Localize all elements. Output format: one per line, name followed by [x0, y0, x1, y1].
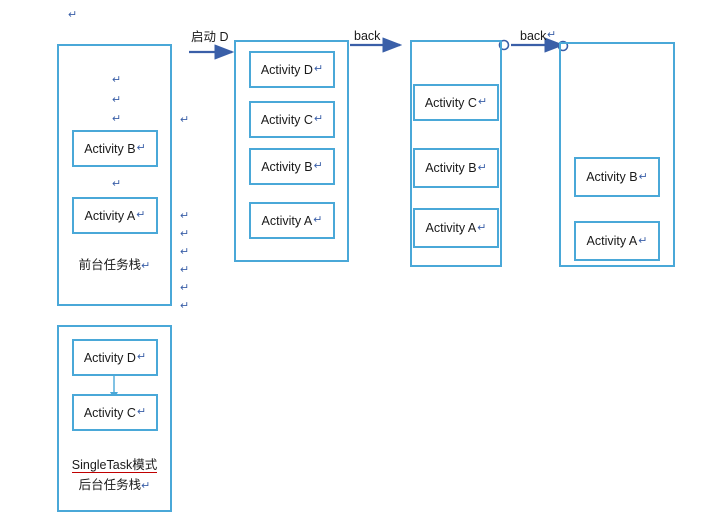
pilcrow-mark: ↵: [313, 113, 324, 125]
caption-text: 后台任务栈: [78, 478, 142, 492]
arrow-label-back-1: back: [354, 29, 381, 43]
background-stack-caption-line2: 后台任务栈↵: [57, 474, 172, 493]
pilcrow-mark: ↵: [136, 406, 147, 418]
pilcrow-mark: ↵: [68, 9, 78, 21]
caption-text-singletask: SingleTask模式: [71, 458, 158, 473]
pilcrow-mark: ↵: [180, 210, 190, 222]
pilcrow-mark: ↵: [136, 209, 146, 221]
activity-label: Activity A: [84, 208, 136, 223]
activity-box-a: Activity A↵: [72, 197, 158, 234]
activity-label: Activity A: [586, 234, 638, 248]
pilcrow-mark: ↵: [141, 480, 151, 492]
pilcrow-mark: ↵: [180, 114, 190, 126]
stack-after-launch-d: [234, 40, 349, 262]
caption-text: 前台任务栈: [78, 258, 142, 272]
activity-box-a: Activity A↵: [574, 221, 660, 261]
background-stack-caption-line1: SingleTask模式: [57, 454, 172, 473]
pilcrow-mark: ↵: [180, 246, 190, 258]
pilcrow-mark: ↵: [180, 300, 190, 312]
pilcrow-mark: ↵: [638, 170, 648, 183]
pilcrow-mark: ↵: [477, 221, 487, 234]
pilcrow-mark: ↵: [313, 63, 324, 75]
background-task-stack: [57, 325, 172, 512]
stack-after-back-1: [410, 40, 502, 267]
pilcrow-mark: ↵: [136, 351, 147, 363]
activity-label: Activity A: [261, 213, 313, 228]
activity-box-b: Activity B↵: [72, 130, 158, 167]
activity-box-a: Activity A↵: [413, 208, 499, 248]
activity-box-c: Activity C↵: [249, 101, 335, 138]
pilcrow-mark: ↵: [477, 96, 488, 108]
stack-after-back-2: [559, 42, 675, 267]
pilcrow-mark: ↵: [180, 264, 190, 276]
activity-label: Activity B: [425, 161, 477, 175]
pilcrow-mark: ↵: [112, 113, 122, 125]
activity-box-b: Activity B↵: [249, 148, 335, 185]
activity-box-c: Activity C↵: [413, 84, 499, 121]
pilcrow-mark: ↵: [547, 29, 557, 41]
activity-label: Activity A: [425, 221, 477, 235]
pilcrow-mark: ↵: [180, 228, 190, 240]
pilcrow-mark: ↵: [136, 142, 146, 154]
activity-box-c: Activity C↵: [72, 394, 158, 431]
pilcrow-mark: ↵: [180, 282, 190, 294]
activity-label: Activity C: [424, 95, 477, 110]
activity-label: Activity B: [84, 141, 136, 156]
activity-box-d: Activity D↵: [249, 51, 335, 88]
pilcrow-mark: ↵: [313, 214, 323, 226]
activity-label: Activity B: [586, 170, 638, 184]
activity-box-a: Activity A↵: [249, 202, 335, 239]
pilcrow-mark: ↵: [112, 178, 122, 190]
activity-label: Activity C: [83, 405, 136, 420]
arrow-label-back-2: back: [520, 29, 547, 43]
foreground-stack-caption: 前台任务栈↵: [57, 254, 172, 273]
arrow-label-launch-d: 启动 D: [191, 30, 229, 44]
activity-box-d: Activity D↵: [72, 339, 158, 376]
pilcrow-mark: ↵: [141, 260, 151, 272]
pilcrow-mark: ↵: [477, 161, 487, 174]
pilcrow-mark: ↵: [112, 94, 122, 106]
pilcrow-mark: ↵: [313, 160, 323, 172]
activity-label: Activity C: [260, 112, 313, 127]
activity-box-b: Activity B↵: [413, 148, 499, 188]
pilcrow-mark: ↵: [638, 234, 648, 247]
activity-label: Activity B: [261, 159, 313, 174]
activity-label: Activity D: [83, 350, 136, 365]
pilcrow-mark: ↵: [112, 74, 122, 86]
foreground-task-stack: [57, 44, 172, 306]
activity-label: Activity D: [260, 62, 313, 77]
activity-box-b: Activity B↵: [574, 157, 660, 197]
